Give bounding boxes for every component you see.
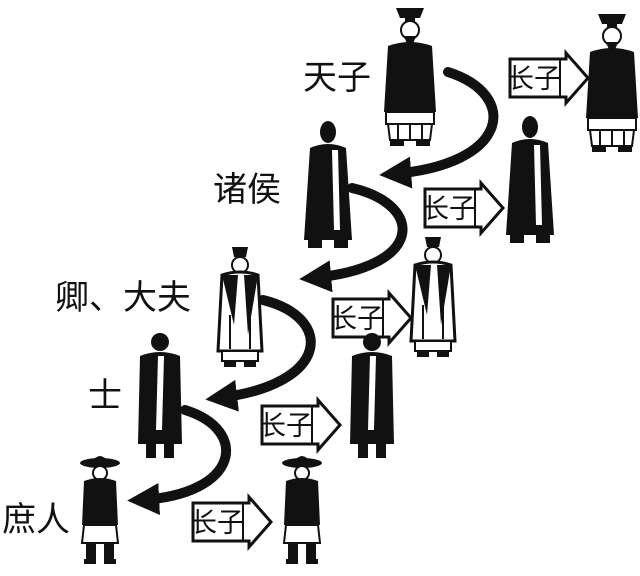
- descent-curve-3: [205, 295, 316, 412]
- rank-label-qing-dafu: 卿、大夫: [55, 278, 191, 318]
- figure-shi: [138, 333, 182, 458]
- son-arrow-zhuhou: 长子: [422, 181, 505, 235]
- rank-label-shi: 士: [88, 376, 122, 416]
- descent-curve-1: [379, 67, 499, 189]
- descent-curve-2: [299, 183, 408, 293]
- son-arrow-shi: 长子: [259, 398, 342, 452]
- figure-qing-dafu: [216, 245, 264, 369]
- figure-zhuhou: [304, 121, 352, 248]
- figure-tianzi-heir: [585, 13, 639, 153]
- rank-label-shuren: 庶人: [2, 500, 70, 540]
- figure-zhuhou-heir: [506, 116, 554, 243]
- son-arrow-qing-dafu: 长子: [330, 291, 413, 345]
- figure-tianzi: [383, 7, 437, 147]
- son-label-shuren: 长子: [190, 508, 244, 539]
- son-label-zhuhou: 长子: [422, 194, 476, 225]
- son-arrow-shuren: 长子: [190, 495, 273, 549]
- figure-shuren: [79, 455, 121, 565]
- figure-shi-heir: [350, 333, 394, 458]
- figure-qing-dafu-heir: [409, 235, 457, 359]
- descent-curve-4: [127, 405, 231, 516]
- son-arrow-tianzi: 长子: [507, 51, 590, 105]
- son-label-shi: 长子: [259, 411, 313, 442]
- figure-shuren-heir: [281, 455, 323, 565]
- rank-label-tianzi: 天子: [303, 58, 371, 98]
- rank-label-zhuhou: 诸侯: [213, 170, 281, 210]
- son-label-qing-dafu: 长子: [330, 304, 384, 335]
- son-label-tianzi: 长子: [507, 64, 561, 95]
